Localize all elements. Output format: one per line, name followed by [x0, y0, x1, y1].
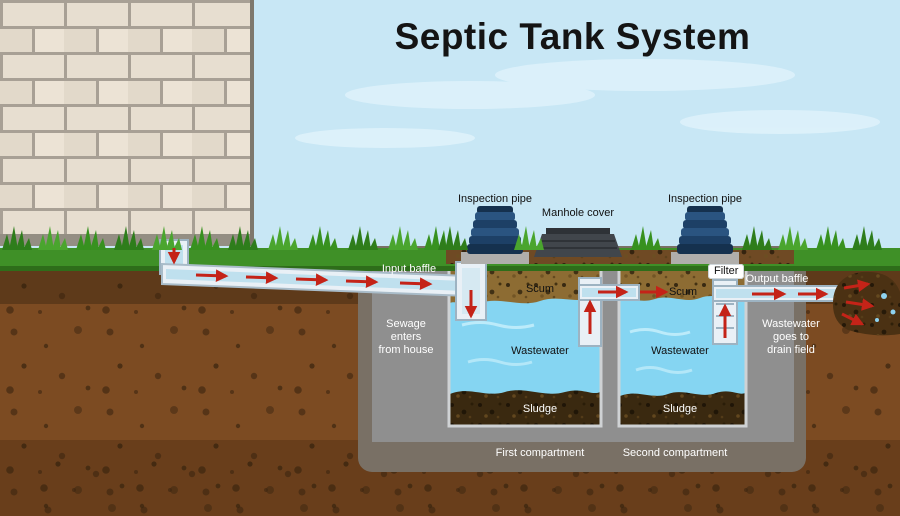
- inspection-pipe-right: [677, 206, 733, 254]
- pipe-slab-left: [461, 252, 529, 264]
- house-wall: [0, 0, 254, 246]
- pipe-slab-right: [671, 252, 739, 264]
- drain-field: [832, 271, 900, 336]
- flow-arrows: [167, 248, 875, 338]
- clouds: [295, 59, 880, 148]
- diagram-title: Septic Tank System: [394, 16, 751, 57]
- manhole-cover: [534, 228, 622, 257]
- inspection-pipe-left: [467, 206, 523, 254]
- first-compartment: [447, 265, 603, 428]
